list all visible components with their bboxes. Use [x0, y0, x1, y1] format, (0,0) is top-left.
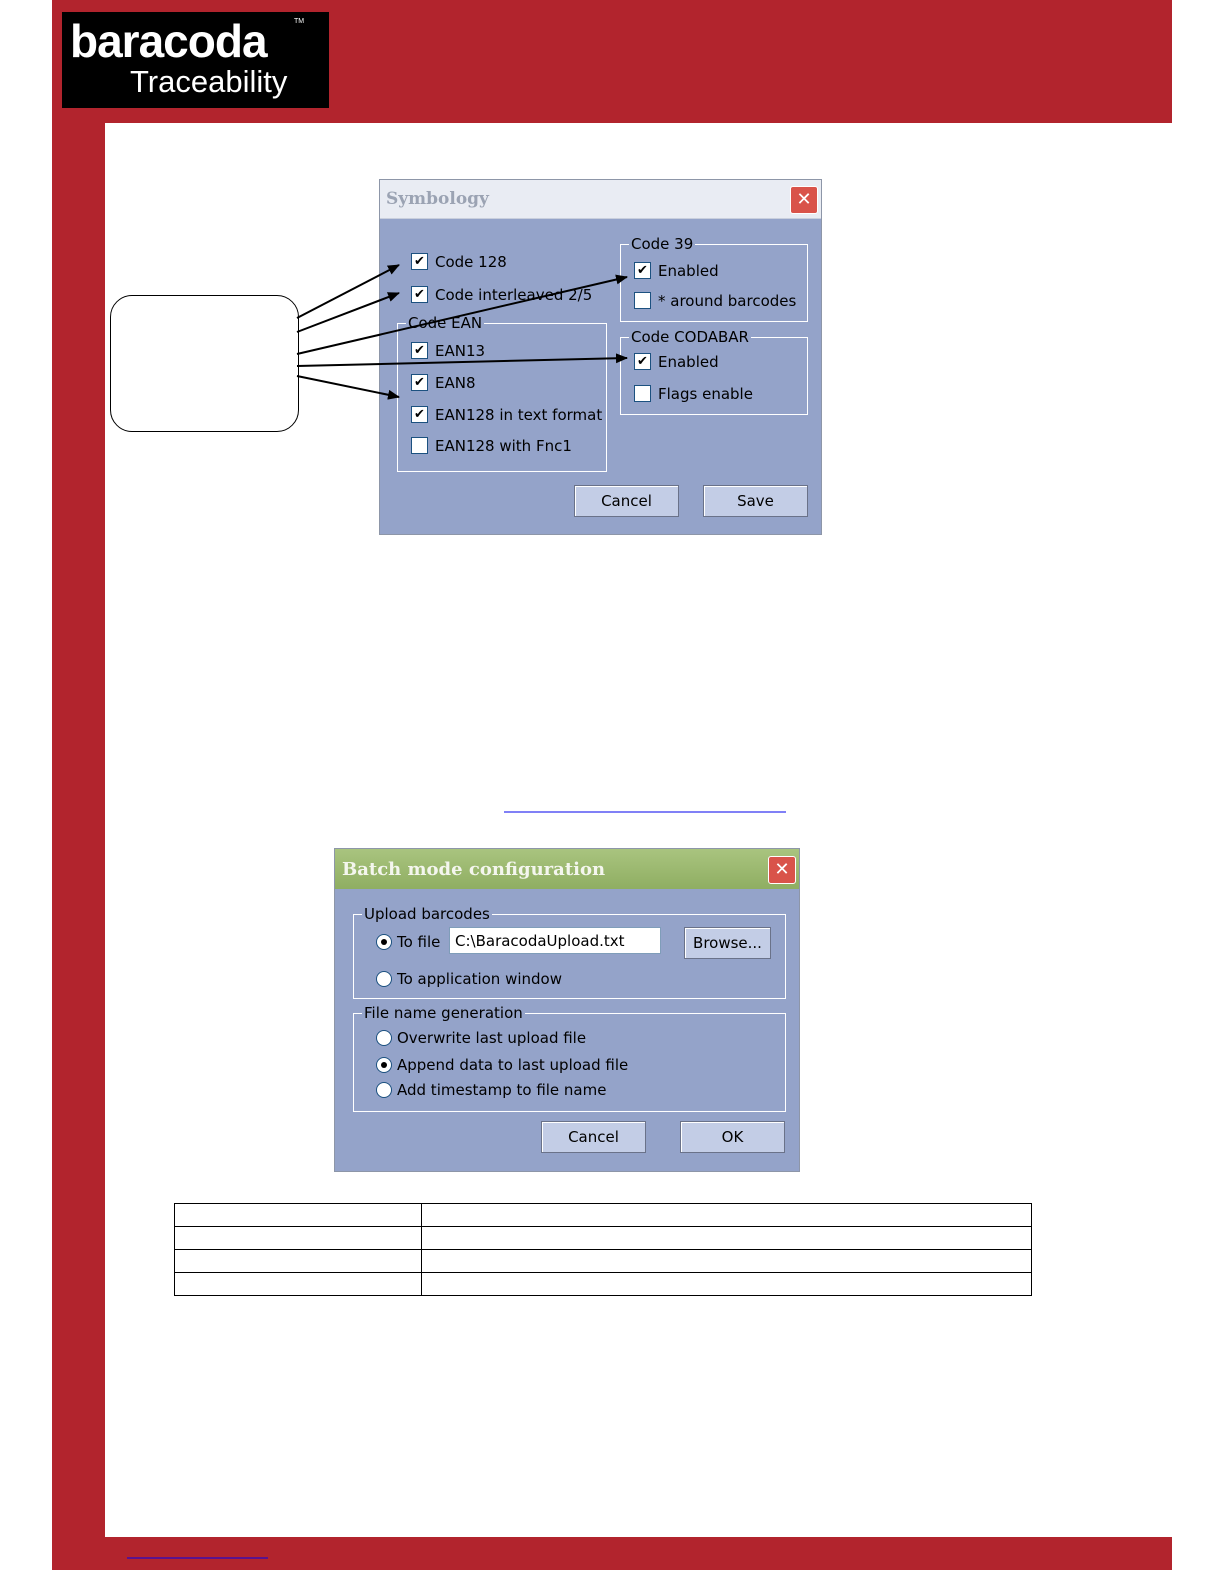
empty-table — [174, 1203, 1032, 1296]
symbology-titlebar[interactable]: Symbology ✕ — [380, 180, 821, 219]
upload-barcodes-group: Upload barcodes To file Browse... To app… — [353, 905, 786, 999]
timestamp-radio-icon — [376, 1082, 392, 1098]
browse-button[interactable]: Browse... — [684, 927, 771, 959]
batch-mode-dialog: Batch mode configuration ✕ Upload barcod… — [334, 848, 800, 1172]
codabar-legend: Code CODABAR — [629, 328, 751, 346]
page-frame-left — [52, 0, 105, 1570]
batch-titlebar[interactable]: Batch mode configuration ✕ — [335, 849, 799, 889]
table-cell — [421, 1249, 1032, 1273]
ean128-text-label: EAN128 in text format — [435, 406, 603, 424]
ean128-fnc1-label: EAN128 with Fnc1 — [435, 437, 572, 455]
symbology-save-button[interactable]: Save — [703, 485, 808, 517]
file-name-generation-legend: File name generation — [362, 1004, 525, 1022]
batch-cancel-button[interactable]: Cancel — [541, 1121, 646, 1153]
codabar-enabled-label: Enabled — [658, 353, 719, 371]
table-cell — [421, 1203, 1032, 1227]
to-application-label: To application window — [397, 970, 562, 988]
code39-group: Code 39 ✔ Enabled * around barcodes — [620, 235, 808, 322]
append-radio-icon — [376, 1057, 392, 1073]
batch-ok-button[interactable]: OK — [680, 1121, 785, 1153]
codabar-flags-label: Flags enable — [658, 385, 753, 403]
table-cell — [421, 1226, 1032, 1250]
ean8-label: EAN8 — [435, 374, 476, 392]
file-name-generation-group: File name generation Overwrite last uplo… — [353, 1004, 786, 1112]
batch-title: Batch mode configuration — [342, 859, 606, 880]
codabar-enabled-check-icon: ✔ — [634, 353, 651, 370]
file-path-input[interactable] — [449, 927, 661, 954]
symbology-title: Symbology — [386, 189, 489, 209]
to-file-label: To file — [397, 933, 441, 951]
baracoda-logo: baracoda TM Traceability — [62, 12, 329, 108]
ean13-check-icon: ✔ — [411, 342, 428, 359]
batch-close-button[interactable]: ✕ — [768, 856, 796, 884]
interleaved-label: Code interleaved 2/5 — [435, 286, 593, 304]
symbology-cancel-button[interactable]: Cancel — [574, 485, 679, 517]
table-row — [174, 1226, 1032, 1250]
logo-tagline: Traceability — [130, 64, 288, 99]
code128-label: Code 128 — [435, 253, 507, 271]
table-row — [174, 1249, 1032, 1273]
code39-enabled-label: Enabled — [658, 262, 719, 280]
append-label: Append data to last upload file — [397, 1056, 629, 1074]
logo-trademark: TM — [294, 18, 305, 25]
table-cell — [174, 1249, 422, 1273]
overwrite-radio-icon — [376, 1030, 392, 1046]
code39-asterisk-check-icon — [634, 292, 651, 309]
page-frame-bottom — [52, 1537, 1172, 1570]
codabar-flags-check-icon — [634, 385, 651, 402]
table-row — [174, 1203, 1032, 1227]
table-cell — [421, 1272, 1032, 1296]
ean8-check-icon: ✔ — [411, 374, 428, 391]
ean128-text-check-icon: ✔ — [411, 406, 428, 423]
timestamp-label: Add timestamp to file name — [397, 1081, 607, 1099]
symbology-close-button[interactable]: ✕ — [790, 186, 818, 214]
ean128-fnc1-check-icon — [411, 437, 428, 454]
codabar-group: Code CODABAR ✔ Enabled Flags enable — [620, 328, 808, 415]
overwrite-label: Overwrite last upload file — [397, 1029, 587, 1047]
code39-asterisk-label: * around barcodes — [658, 292, 797, 310]
interleaved-check-icon: ✔ — [411, 286, 428, 303]
upload-barcodes-legend: Upload barcodes — [362, 905, 492, 923]
code-ean-legend: Code EAN — [406, 314, 485, 332]
symbology-dialog: Symbology ✕ ✔ Code 128 ✔ Code interleave… — [379, 179, 822, 535]
table-cell — [174, 1203, 422, 1227]
code39-legend: Code 39 — [629, 235, 696, 253]
to-application-radio-icon — [376, 971, 392, 987]
code128-check-icon: ✔ — [411, 253, 428, 270]
to-file-radio-icon — [376, 934, 392, 950]
code-ean-group: Code EAN ✔ EAN13 ✔ EAN8 ✔ EAN128 in text… — [397, 314, 607, 472]
logo-brand: baracoda — [70, 15, 268, 67]
code39-enabled-check-icon: ✔ — [634, 262, 651, 279]
table-cell — [174, 1226, 422, 1250]
ean13-label: EAN13 — [435, 342, 486, 360]
table-cell — [174, 1272, 422, 1296]
table-row — [174, 1272, 1032, 1296]
